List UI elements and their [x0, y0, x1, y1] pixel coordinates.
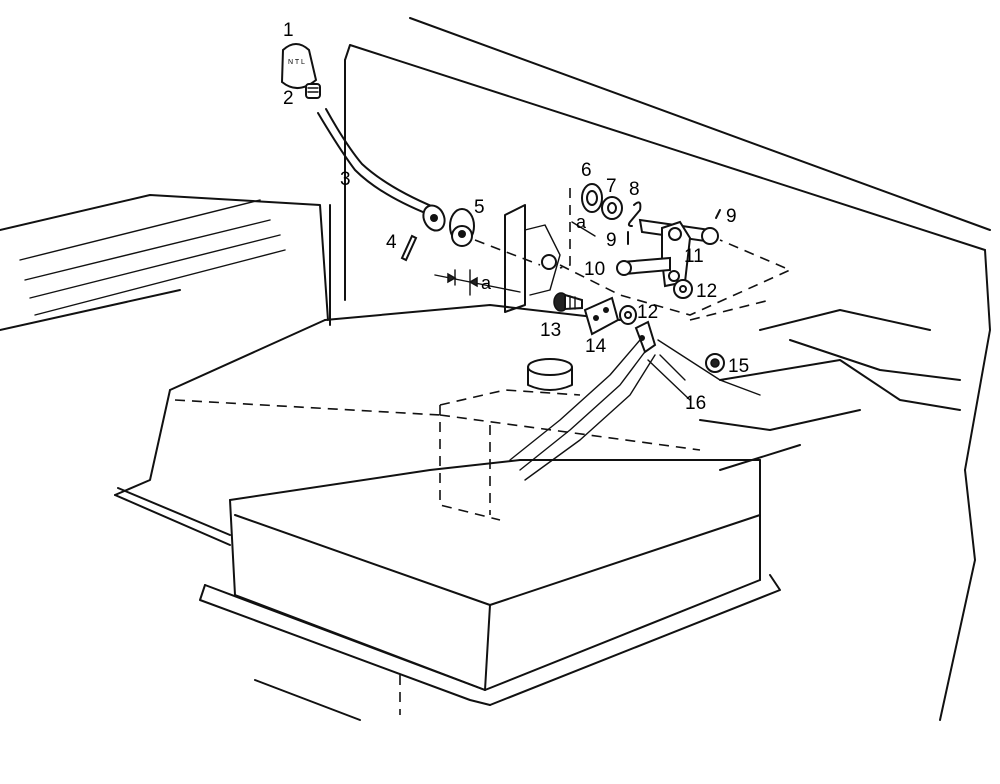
- lever-arm: [634, 320, 657, 354]
- washer-part-12a: [673, 279, 693, 299]
- gear-lever-rod: [317, 108, 446, 232]
- callout-6: 6: [581, 160, 592, 181]
- pin: [400, 234, 418, 262]
- plate-part-14: [583, 296, 620, 336]
- callout-10: 10: [584, 259, 605, 280]
- cotter-pin-part-9b: [715, 209, 721, 219]
- callout-12b: 12: [637, 302, 658, 323]
- dimension-a-left: a: [481, 273, 492, 293]
- callout-16: 16: [685, 393, 706, 414]
- leader-lines: [659, 354, 686, 381]
- washer-part-12b: [619, 305, 637, 325]
- callout-2: 2: [283, 88, 294, 109]
- center-console: [114, 299, 961, 721]
- callout-4: 4: [386, 232, 397, 253]
- knob-nut: [305, 83, 321, 99]
- cab-structure: [0, 17, 991, 721]
- knob-marking: N T L: [288, 59, 305, 66]
- callout-3: 3: [340, 169, 351, 190]
- callout-12a: 12: [696, 281, 717, 302]
- callout-13: 13: [540, 320, 561, 341]
- callout-7: 7: [606, 176, 617, 197]
- callout-15: 15: [728, 356, 749, 377]
- shift-bracket: [434, 204, 561, 315]
- sleeve-part-6: [559, 183, 603, 269]
- gear-knob: N T L: [280, 43, 318, 89]
- callout-5: 5: [474, 197, 485, 218]
- callout-labels: 1 2 3 4 5 6 7 8 9 9 10 11 12 12 13 14 15…: [283, 20, 749, 414]
- clip-part-8: [627, 201, 642, 227]
- callout-8: 8: [629, 179, 640, 200]
- dimension-a-right: a: [576, 212, 587, 232]
- bushing-part-5: [449, 208, 475, 247]
- nut-part-15: [705, 353, 725, 373]
- callout-11: 11: [684, 246, 704, 267]
- bolt-part-13: [553, 292, 583, 312]
- callout-9a: 9: [606, 230, 617, 251]
- linkage-rods: [509, 339, 761, 481]
- callout-9b: 9: [726, 206, 737, 227]
- callout-1: 1: [283, 20, 294, 41]
- lever-shaft: [559, 218, 792, 316]
- callout-14: 14: [585, 336, 607, 357]
- washer-part-7: [601, 196, 623, 220]
